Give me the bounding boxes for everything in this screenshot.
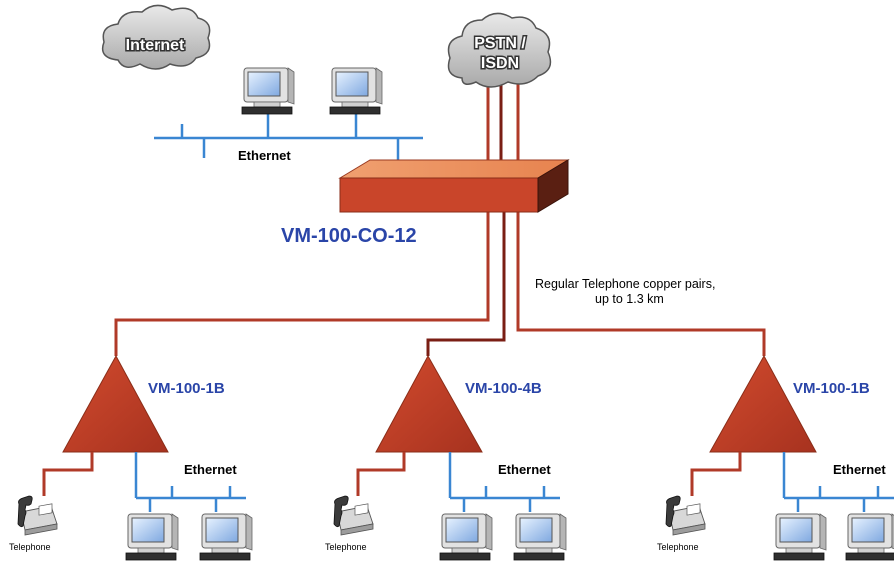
computer-icon <box>199 513 253 561</box>
computer-icon <box>439 513 493 561</box>
central-unit-box <box>338 159 570 213</box>
isdn-label: ISDN <box>481 55 519 72</box>
copper-note-line2: up to 1.3 km <box>595 292 664 306</box>
computer-icon <box>773 513 827 561</box>
internet-cloud: Internet <box>101 4 211 70</box>
pstn-label: PSTN / <box>474 35 526 52</box>
central-unit-label: VM-100-CO-12 <box>281 225 417 247</box>
remote-3-ethernet-label: Ethernet <box>833 462 886 477</box>
top-ethernet-label: Ethernet <box>238 148 291 163</box>
telephone-icon <box>333 495 374 536</box>
remote-2-label: VM-100-4B <box>465 380 542 397</box>
computer-icon <box>513 513 567 561</box>
remote-2-ethernet-label: Ethernet <box>498 462 551 477</box>
copper-pairs <box>114 212 766 356</box>
computer-icon <box>845 513 894 561</box>
telephone-icon <box>665 495 706 536</box>
remote-1-ethernet-label: Ethernet <box>184 462 237 477</box>
remote-unit-2 <box>356 354 560 512</box>
remote-unit-3 <box>690 354 894 512</box>
remote-1-telephone-label: Telephone <box>9 542 51 552</box>
computer-icon <box>329 67 383 115</box>
top-ethernet-bus <box>154 112 423 160</box>
telephone-icon <box>17 495 58 536</box>
remote-3-telephone-label: Telephone <box>657 542 699 552</box>
copper-note-line1: Regular Telephone copper pairs, <box>535 277 715 291</box>
computer-icon <box>125 513 179 561</box>
remote-2-telephone-label: Telephone <box>325 542 367 552</box>
computer-icon <box>241 67 295 115</box>
pstn-cloud: PSTN / ISDN <box>447 12 552 88</box>
pstn-lines <box>486 84 520 162</box>
remote-unit-1 <box>42 354 246 512</box>
internet-label: Internet <box>126 37 185 54</box>
remote-1-label: VM-100-1B <box>148 380 225 397</box>
remote-3-label: VM-100-1B <box>793 380 870 397</box>
